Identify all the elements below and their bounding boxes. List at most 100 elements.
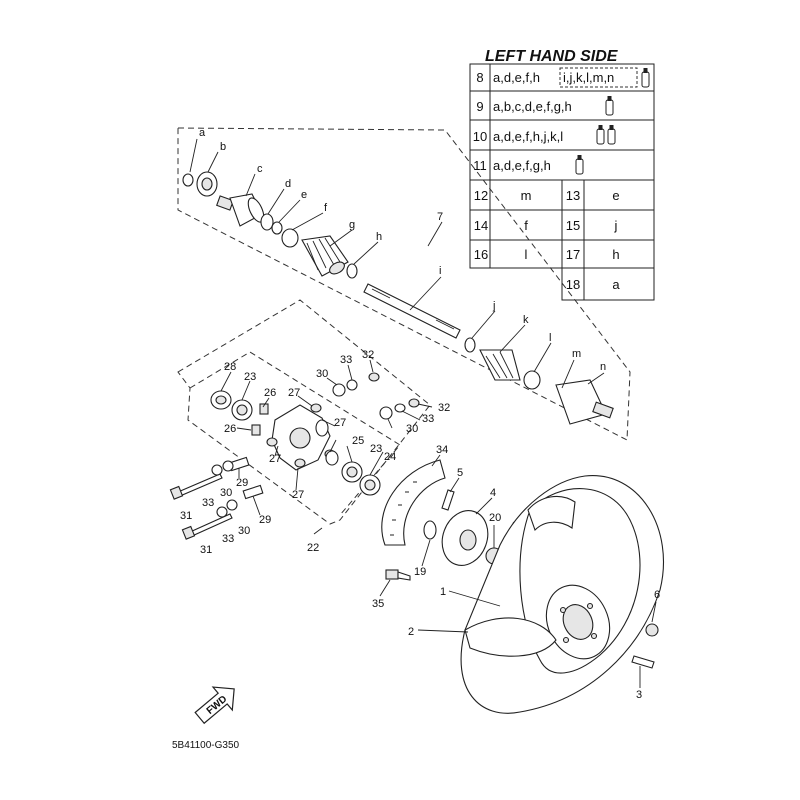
callout-m: m [572,348,581,360]
shaft-i [363,283,461,339]
callout-23: 23 [244,371,256,383]
table-pair-num: 18 [566,277,580,292]
callout-d: d [285,178,291,190]
nut-27b [266,437,278,447]
left-hand-side-table: LEFT HAND SIDE 8 a,d,e,f,h i,j,k,l,m,n 9… [469,48,655,301]
callout-a: a [199,127,206,139]
washer-33d [216,506,228,518]
shaft-letter-labels: a b c d e f g h i j k l m n 7 [199,127,606,373]
band-h [346,263,358,279]
leader-2 [417,629,469,633]
callout-3: 3 [636,689,642,701]
table-row-text: a,d,e,f,h [493,70,540,85]
table-row-text: a,b,c,d,e,f,g,h [493,99,572,114]
grease-nipple-26b [251,424,261,436]
table-pair-value: e [612,188,619,203]
callout-6: 6 [654,589,660,601]
grease-tube-icon [607,125,616,145]
table-pair-value: l [525,247,528,262]
boot-g [301,235,349,277]
inner-joint-n [555,379,614,425]
bolt-31a [177,473,223,497]
callout-e: e [301,189,307,201]
callout-31: 31 [200,544,212,556]
table-pair-num: 17 [566,247,580,262]
callout-b: b [220,141,226,153]
callout-33: 33 [422,413,434,425]
table-pair-num: 13 [566,188,580,203]
clip-e [271,221,283,235]
callout-33: 33 [202,497,214,509]
fwd-arrow-icon: FWD [194,686,235,725]
table-row-num: 10 [473,129,487,144]
circlip-25 [325,450,339,466]
callout-4: 4 [490,487,496,499]
grease-nipple-26a [259,403,269,415]
callout-26: 26 [224,423,236,435]
nut-30b [379,406,393,420]
callout-30: 30 [406,423,418,435]
table-row-num: 11 [473,158,487,173]
cap-32b [408,398,420,408]
callout-h: h [376,231,382,243]
callout-27: 27 [288,387,300,399]
table-pair-num: 15 [566,218,580,233]
grease-tube-icon [641,68,650,88]
cap-32a [368,372,380,382]
o-ring-19 [423,520,437,540]
shaft-leaders [189,138,605,389]
callout-32: 32 [362,349,374,361]
washer-33b [394,403,406,413]
table-pair-num: 12 [474,188,488,203]
grease-tube-icon [575,155,584,175]
callout-29: 29 [236,477,248,489]
table-pair-value: m [521,188,532,203]
table-row-num: 9 [476,99,483,114]
band-j [464,337,476,353]
grease-tube-icon [605,96,614,116]
lug-nut-6 [645,623,659,637]
callout-20: 20 [489,512,501,524]
callout-n: n [600,361,606,373]
callout-34: 34 [436,444,448,456]
washer-33a [346,379,358,391]
cv-joint-c [216,193,265,227]
table-header: LEFT HAND SIDE [485,48,619,65]
figure-id: 5B41100-G350 [172,740,240,751]
table-pair-value: a [612,277,620,292]
callout-35: 35 [372,598,384,610]
callout-30: 30 [316,368,328,380]
table-row-boxed-text: i,j,k,l,m,n [563,70,614,85]
clip-d [260,213,274,231]
table-pair-value: j [614,218,618,233]
callout-27: 27 [334,417,346,429]
nut-30a [332,383,346,397]
nut-27a [310,403,322,413]
leader-1 [448,590,501,607]
callout-29: 29 [259,514,271,526]
table-row-text: a,d,e,f,h,j,k,l [493,129,563,144]
boxed-group-outline [559,67,638,88]
callout-27: 27 [269,453,281,465]
callout-g: g [349,219,355,231]
callout-30: 30 [220,487,232,499]
table-pair-value: h [612,247,619,262]
table-row-num: 8 [476,70,483,85]
callout-l: l [549,332,551,344]
leader-34 [431,454,441,467]
callout-1: 1 [440,586,446,598]
callout-c: c [257,163,263,175]
hub-4 [441,497,493,566]
callout-22: 22 [307,542,319,554]
callout-f: f [324,202,328,214]
knuckle-body [271,404,331,471]
callout-24: 24 [384,451,396,463]
callout-7: 7 [437,211,443,223]
callout-25: 25 [352,435,364,447]
band-f [281,228,299,248]
knuckle-leaders [220,359,433,535]
callout-33: 33 [340,354,352,366]
callout-j: j [492,300,495,312]
band-l [523,370,541,390]
